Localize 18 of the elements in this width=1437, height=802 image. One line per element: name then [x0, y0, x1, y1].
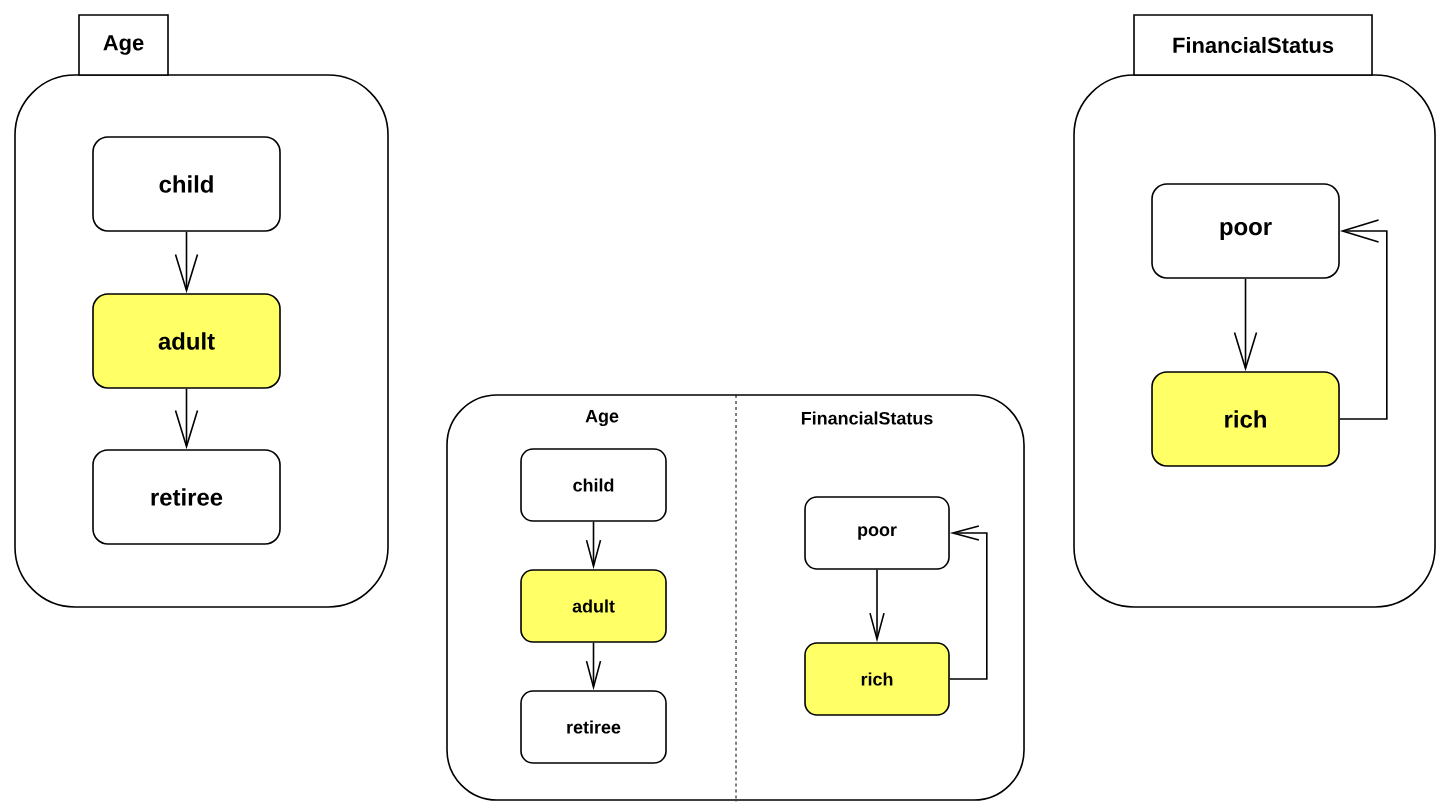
state-box: child	[520, 448, 667, 522]
state-box: rich	[1151, 371, 1340, 467]
state-box: poor	[804, 496, 950, 570]
state-box: rich	[804, 642, 950, 716]
state-box: retiree	[520, 690, 667, 764]
arrow	[869, 569, 885, 643]
state-box: adult	[520, 569, 667, 643]
region-heading: Age	[585, 409, 619, 427]
state-box: poor	[1151, 183, 1340, 279]
arrow	[949, 525, 988, 680]
state-box: retiree	[92, 449, 281, 545]
state-box: adult	[92, 293, 281, 389]
node-label: Age	[103, 35, 144, 55]
node-label: FinancialStatus	[1173, 36, 1334, 54]
arrow	[1233, 278, 1258, 372]
state-box: child	[92, 136, 281, 232]
arrow	[1339, 219, 1388, 420]
region-heading: FinancialStatus	[801, 411, 933, 425]
